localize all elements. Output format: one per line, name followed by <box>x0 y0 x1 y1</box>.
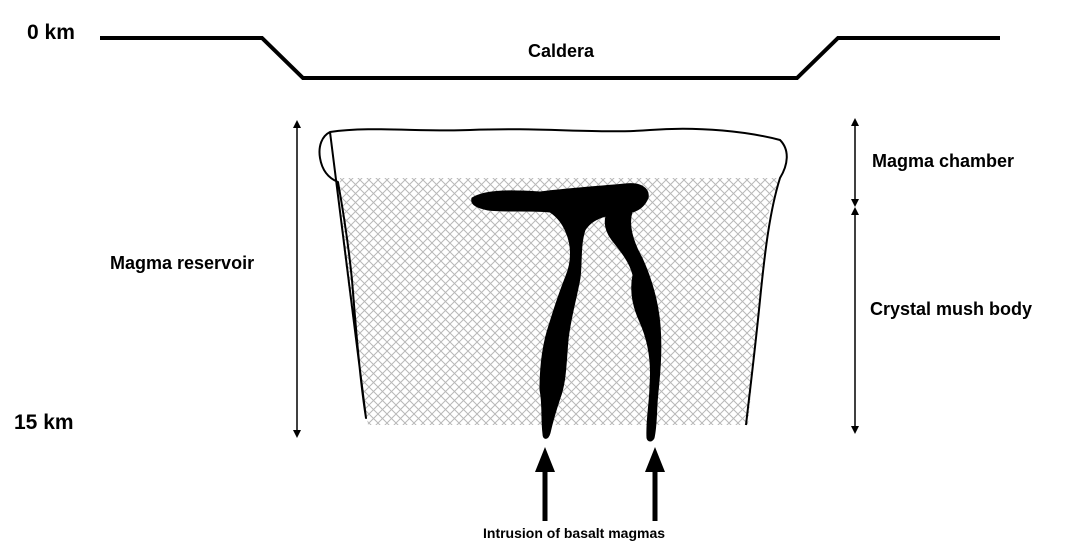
intrusion-label: Intrusion of basalt magmas <box>483 526 665 540</box>
depth-label-bottom: 15 km <box>14 412 74 433</box>
depth-label-top: 0 km <box>27 22 75 43</box>
magma-chamber-label: Magma chamber <box>872 152 1014 170</box>
intrusion-arrow-left <box>535 447 555 521</box>
magma-reservoir-label: Magma reservoir <box>110 254 254 272</box>
caldera-label: Caldera <box>528 42 594 60</box>
crystal-mush-body-label: Crystal mush body <box>870 300 1032 318</box>
intrusion-arrow-right <box>645 447 665 521</box>
